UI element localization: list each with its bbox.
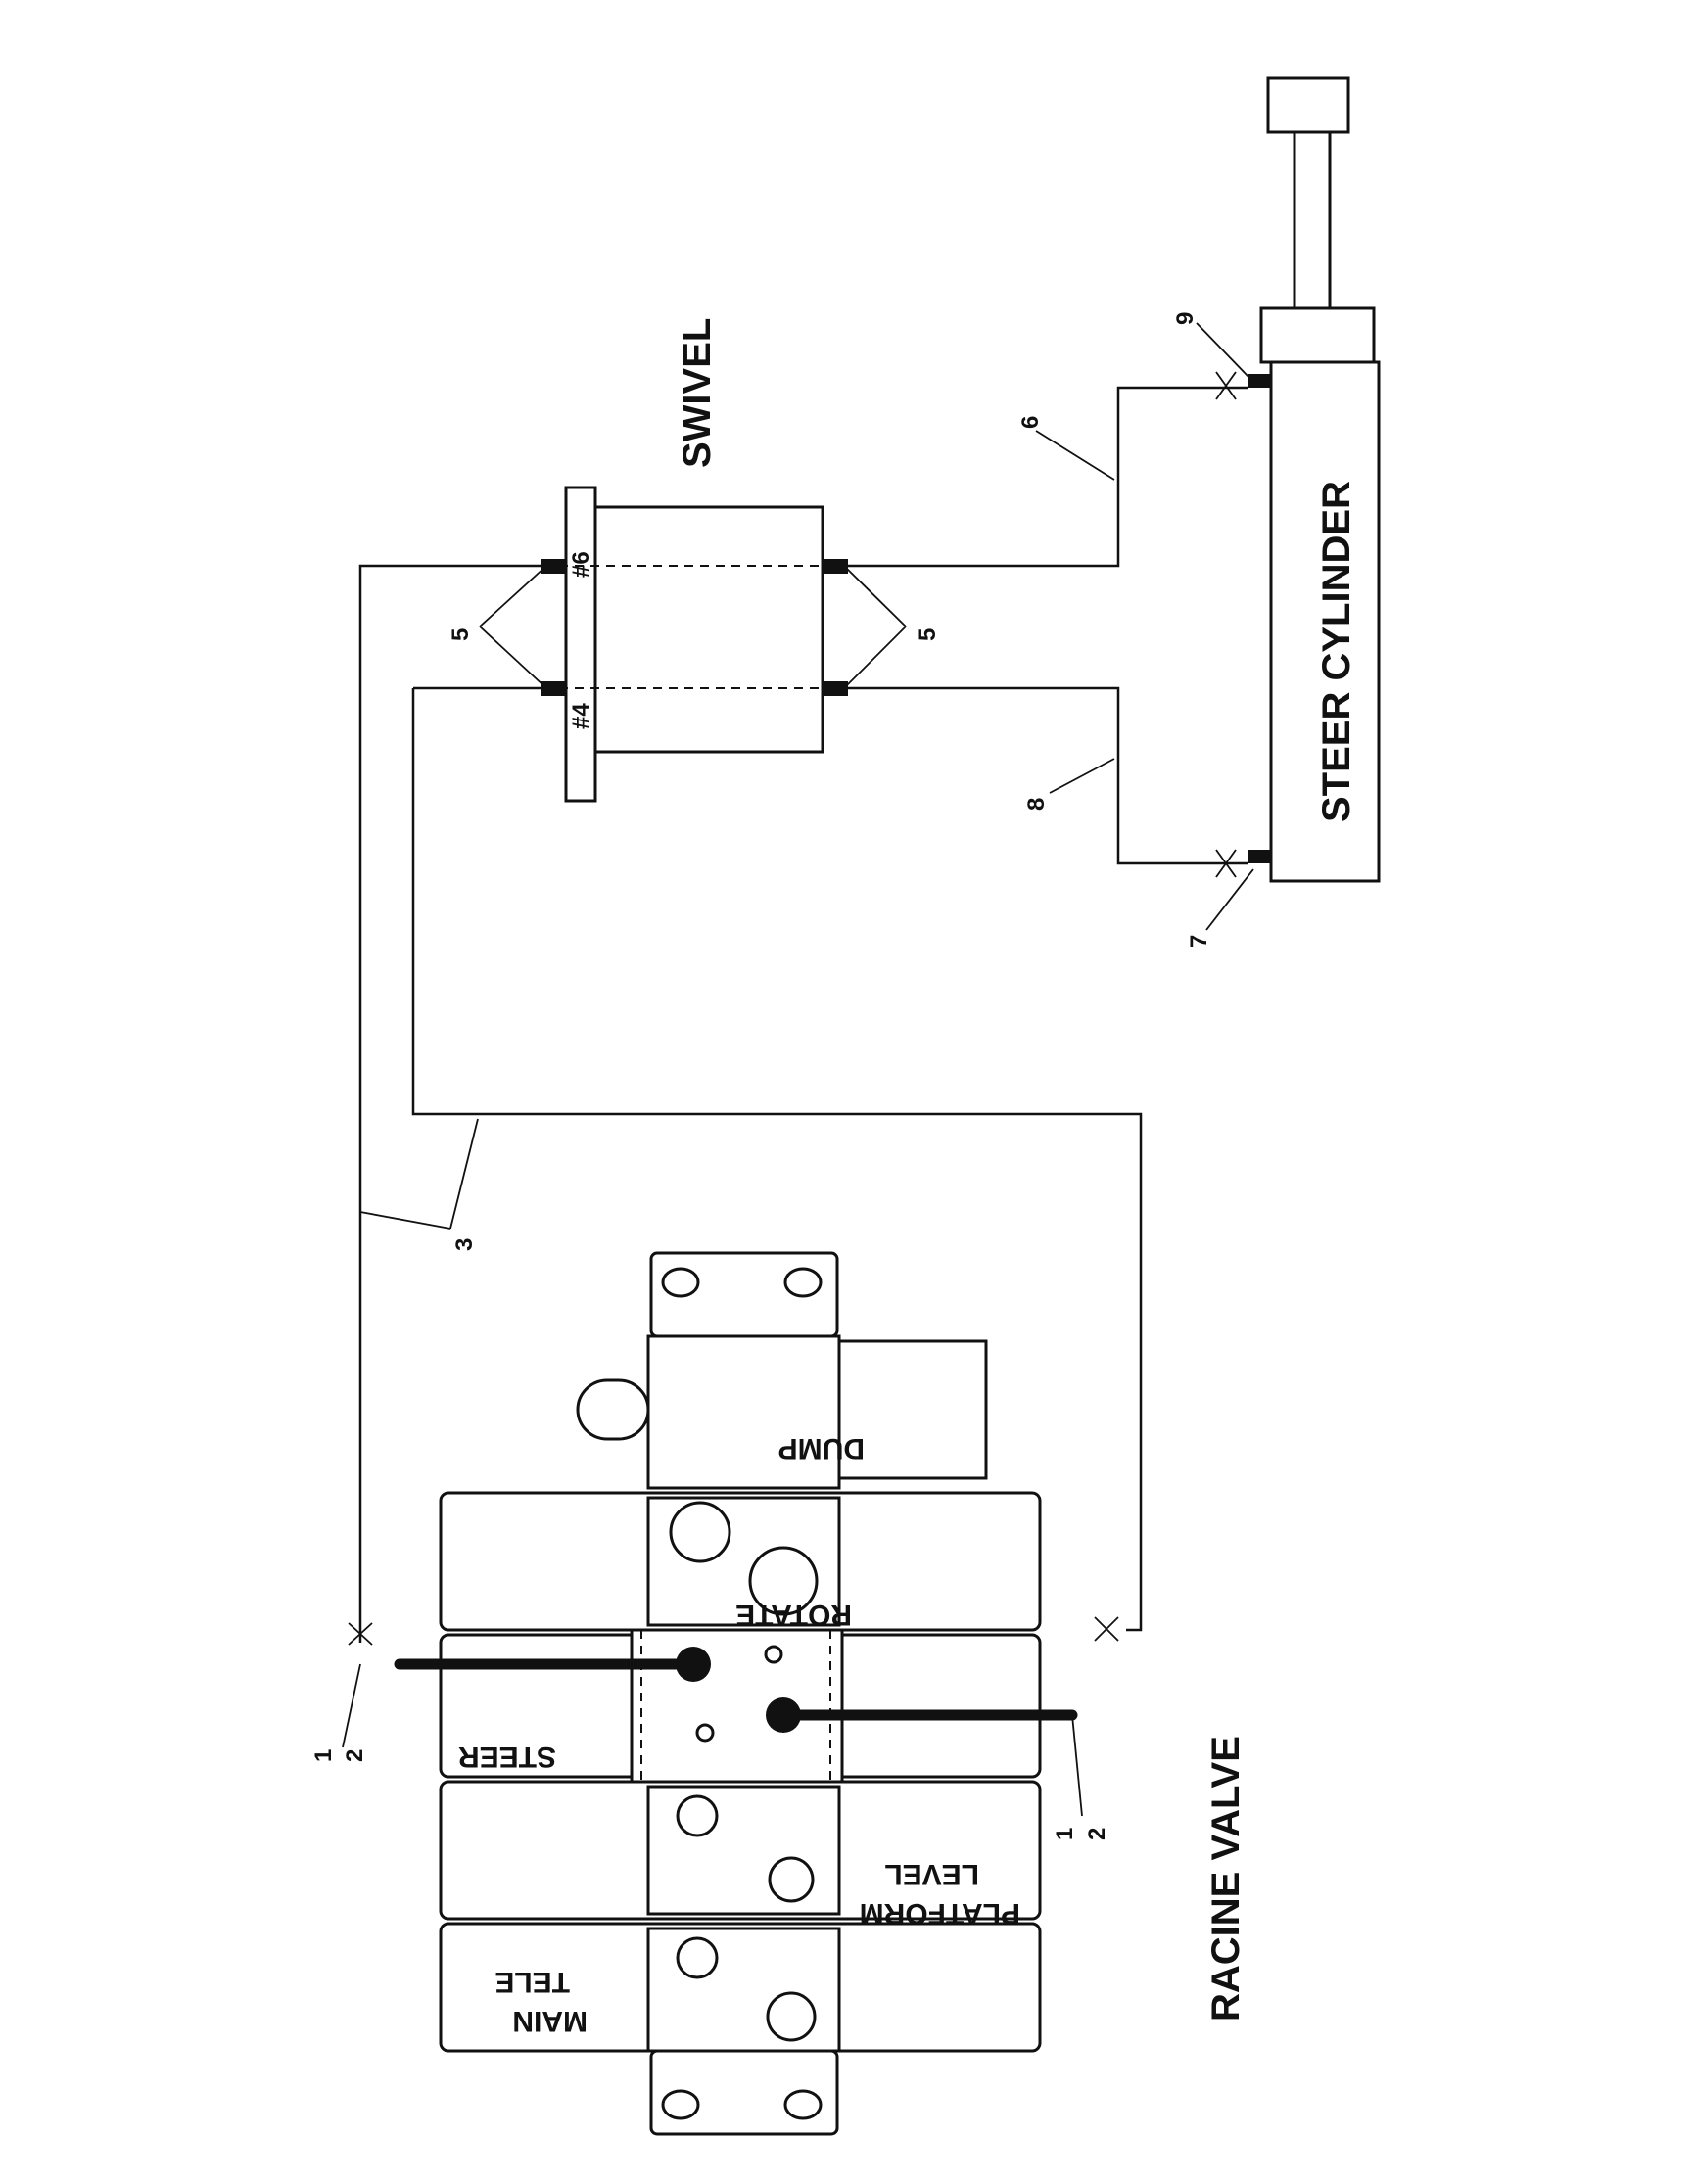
callout-8: 8 — [1023, 798, 1050, 811]
port-4-label: #4 — [568, 703, 594, 729]
steer-cylinder: STEER CYLINDER — [1248, 76, 1381, 883]
svg-text:1: 1 — [1052, 1828, 1078, 1840]
callout-5-right: 5 — [843, 565, 941, 689]
hose-3: 3 — [348, 564, 1143, 1646]
section-steer: STEER — [458, 1741, 556, 1773]
section-tele: TELE — [494, 1966, 570, 1998]
hose-6: 6 — [848, 371, 1248, 568]
callout-9: 9 — [1172, 312, 1249, 378]
racine-valve-title: RACINE VALVE — [1204, 1736, 1248, 2021]
section-main: MAIN — [512, 2005, 588, 2037]
callout-6: 6 — [1017, 416, 1044, 429]
racine-valve: DUMP ROTATE STEER PLATFORM LEVEL MAIN TE… — [394, 1251, 1248, 2136]
svg-text:2: 2 — [1084, 1828, 1110, 1840]
svg-text:7: 7 — [1186, 935, 1212, 948]
callout-5-left: 5 — [447, 565, 547, 689]
swivel: #4 #6 SWIVEL — [541, 318, 848, 803]
callout-7: 7 — [1186, 868, 1254, 948]
steer-cylinder-title: STEER CYLINDER — [1315, 481, 1358, 822]
svg-text:1: 1 — [310, 1749, 337, 1762]
port-6-label: #6 — [568, 551, 594, 578]
svg-text:2: 2 — [342, 1749, 368, 1762]
callout-3: 3 — [451, 1238, 478, 1251]
section-rotate: ROTATE — [735, 1599, 852, 1631]
section-dump: DUMP — [778, 1432, 865, 1464]
svg-text:5: 5 — [915, 628, 941, 641]
hose-8: 8 — [848, 686, 1248, 878]
callout-1-2-right: 1 2 — [1052, 1714, 1110, 1840]
svg-text:9: 9 — [1172, 312, 1199, 325]
svg-text:5: 5 — [447, 628, 474, 641]
callout-1-2-left: 1 2 — [310, 1663, 368, 1762]
section-level: LEVEL — [884, 1858, 979, 1890]
swivel-title: SWIVEL — [676, 318, 719, 468]
